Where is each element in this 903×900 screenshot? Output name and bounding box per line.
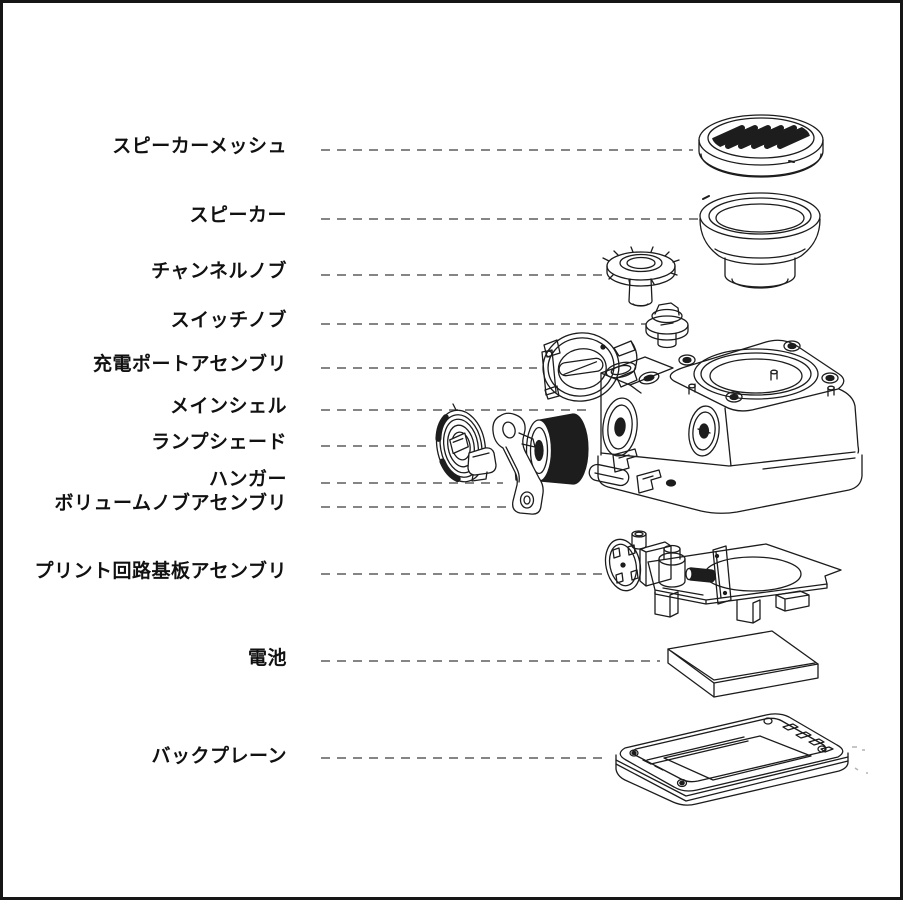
speaker-drawing xyxy=(699,192,821,289)
label-speaker-mesh: スピーカーメッシュ xyxy=(112,136,287,157)
backplane-drawing xyxy=(615,713,849,806)
label-lamp-shade: ランプシェード xyxy=(151,432,287,453)
label-pcb-assembly: プリント回路基板アセンブリ xyxy=(34,561,287,582)
label-battery: 電池 xyxy=(247,648,287,669)
label-main-shell: メインシェル xyxy=(169,396,287,417)
pcb-assembly-drawing xyxy=(604,530,842,624)
label-channel-knob: チャンネルノブ xyxy=(151,261,287,282)
label-hanger: ハンガー xyxy=(208,469,287,490)
charge-port-assembly-drawing xyxy=(541,332,638,402)
faint-marks xyxy=(852,746,868,774)
channel-knob-drawing xyxy=(602,246,680,307)
label-volume-knob-assembly: ボリュームノブアセンブリ xyxy=(54,493,287,514)
label-speaker: スピーカー xyxy=(189,205,287,226)
exploded-diagram xyxy=(321,114,868,806)
main-shell-drawing xyxy=(588,339,863,514)
label-charge-port-assembly: 充電ポートアセンブリ xyxy=(92,354,287,375)
battery-drawing xyxy=(667,630,819,698)
mesh-slats xyxy=(712,125,810,149)
label-switch-knob: スイッチノブ xyxy=(170,310,287,331)
hanger-drawing xyxy=(492,412,544,515)
label-backplane: バックプレーン xyxy=(151,746,287,767)
lamp-shade-drawing xyxy=(435,403,497,483)
switch-knob-drawing xyxy=(645,302,689,349)
speaker-mesh-drawing xyxy=(698,114,824,178)
